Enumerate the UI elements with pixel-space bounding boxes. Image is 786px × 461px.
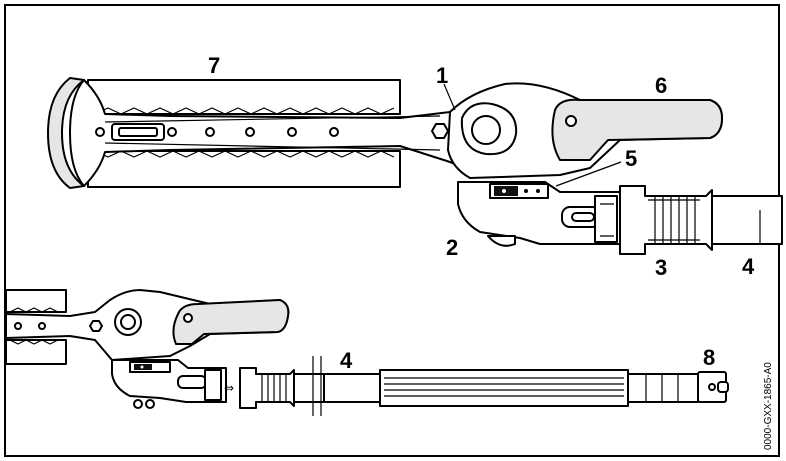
callout-7: 7: [208, 53, 220, 78]
sleeve-grip-ribs: [654, 196, 696, 244]
direction-glyph-bottom: ⇔: [224, 381, 234, 395]
coupling-sleeve: [619, 185, 713, 255]
callout-4-bottom: 4: [340, 348, 353, 373]
guard-arm: [69, 79, 501, 187]
drive-shaft-top: [711, 195, 783, 245]
shaft-tube: [379, 369, 629, 407]
bottom-view-assembly: ⇔: [5, 289, 729, 416]
top-view-assembly: ⇔: [47, 77, 783, 255]
callout-3: 3: [655, 255, 667, 280]
callout-8: 8: [703, 345, 715, 370]
shaft-break-marks: [312, 356, 322, 416]
callout-5: 5: [625, 146, 637, 171]
bar-rivets: [95, 127, 339, 137]
hex-nut: [431, 123, 449, 139]
extension-shaft: [293, 373, 325, 403]
lever-pivot: [565, 115, 577, 127]
callout-4-top: 4: [742, 254, 755, 279]
adjustment-lever: [551, 98, 723, 161]
cutter-bar: [87, 79, 401, 188]
callout-1: 1: [436, 63, 448, 88]
callout-leaders: [443, 83, 761, 244]
callout-6: 6: [655, 73, 667, 98]
document-id: 0000-GXX-1865-A0: [763, 362, 774, 450]
callout-2: 2: [446, 235, 458, 260]
